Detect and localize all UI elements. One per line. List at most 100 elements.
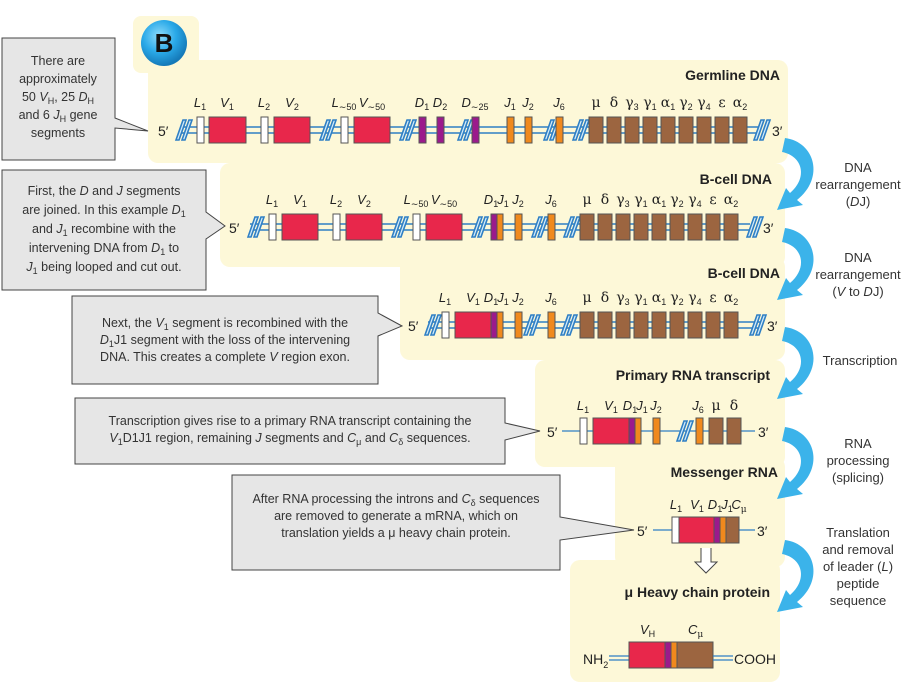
segment-C-gamma2 — [678, 116, 694, 144]
segment-label: L1 — [266, 192, 278, 209]
segment-label: μ — [582, 290, 591, 306]
five-prime-end: 5′ — [158, 123, 169, 139]
segment-L2 — [260, 116, 269, 144]
segment-C-mu — [579, 311, 595, 339]
segment-C-delta — [606, 116, 622, 144]
step-arrow-dj-icon — [777, 138, 814, 210]
segment-C-gamma2 — [669, 311, 685, 339]
badge-circle — [141, 20, 187, 66]
callout-line: Transcription gives rise to a primary RN… — [109, 414, 472, 428]
segment-C-gamma4 — [696, 116, 712, 144]
segment-label: γ1 — [634, 290, 647, 307]
three-prime-end: 3′ — [767, 318, 778, 334]
segment-label: γ2 — [670, 290, 683, 307]
step-arrow-rna-processing-icon — [777, 427, 814, 499]
callout-line: D1​J1 segment with the loss of the inter… — [100, 333, 350, 349]
segment-J1 — [634, 417, 642, 445]
segment-label: J1 — [496, 290, 509, 307]
callout-line: processing — [827, 453, 890, 468]
segment-label: Cμ — [731, 497, 746, 515]
segment-label: γ2 — [670, 192, 683, 209]
callout-line: (V to DJ) — [832, 284, 883, 299]
translation-down-arrow-icon — [693, 548, 719, 574]
callout-transcription: Transcription gives rise to a primary RN… — [74, 397, 541, 465]
segment-label: μ — [591, 95, 600, 111]
segment-V1 — [592, 417, 630, 445]
segment-label: γ1 — [634, 192, 647, 209]
callout-line: J1​ being looped and cut out. — [25, 260, 181, 276]
callout-text: Next, the V1​ segment is recombined with… — [100, 316, 350, 364]
segment-label: L1 — [577, 398, 589, 415]
segment-label: γ2 — [679, 95, 692, 112]
callout-line: Translation — [826, 525, 890, 540]
callout-line: First, the D and J segments — [28, 184, 181, 198]
segment-C-epsilon — [705, 213, 721, 241]
break-icon — [748, 314, 768, 336]
segment-label: V∼50 — [431, 192, 457, 209]
five-prime-end: 5′ — [637, 523, 648, 539]
callout-line: of leader (L) — [823, 559, 893, 574]
panel-protein — [570, 560, 780, 682]
callout-line: Transcription — [823, 353, 898, 368]
segment-label: J6 — [552, 95, 565, 112]
callout-line: There are — [31, 54, 85, 68]
segment-label: L1 — [439, 290, 451, 307]
segment-label: ε — [709, 290, 716, 306]
callout-line: 50 VH​, 25 DH​ — [22, 90, 94, 106]
segment-label: α2 — [733, 95, 747, 112]
segment-label: J2 — [511, 192, 524, 209]
segment-label: D1 — [484, 192, 498, 209]
segment-label: δ — [610, 95, 618, 111]
segment-label: D2 — [433, 95, 447, 112]
segment-C-gamma1 — [642, 116, 658, 144]
segment-label: α2 — [724, 192, 738, 209]
segment-label: ε — [709, 192, 716, 208]
segment-C-mu — [708, 417, 724, 445]
segment-D1 — [490, 311, 498, 339]
segment-label: L∼50 — [332, 95, 357, 112]
panel-mrna — [615, 457, 785, 567]
segment-label: J1 — [503, 95, 516, 112]
segment-L50 — [412, 213, 421, 241]
callout-line: are removed to generate a mRNA, which on — [274, 509, 518, 523]
title-germline: Germline DNA — [685, 67, 780, 83]
segment-V2 — [345, 213, 383, 241]
segment-label: α1 — [661, 95, 675, 112]
segment-label: J2 — [511, 290, 524, 307]
segment-D1 — [628, 417, 636, 445]
segment-label: J6 — [691, 398, 704, 415]
segment-J1 — [506, 116, 515, 144]
segment-C-alpha1 — [651, 213, 667, 241]
callout-line: RNA — [844, 436, 872, 451]
segment-C-gamma1 — [633, 213, 649, 241]
segment-L1 — [196, 116, 205, 144]
segment-label: L2 — [258, 95, 270, 112]
segment-label: J2 — [649, 398, 662, 415]
segment-label: J2 — [521, 95, 534, 112]
segment-label: D1 — [623, 398, 637, 415]
callout-line: intervening DNA from D1​ to — [29, 241, 179, 257]
segment-V1 — [208, 116, 247, 144]
callout-line: (splicing) — [832, 470, 884, 485]
title-bcell-dj: B-cell DNA — [700, 171, 772, 187]
segment-J2 — [652, 417, 661, 445]
segment-C-delta — [597, 311, 613, 339]
segment-C-epsilon — [714, 116, 730, 144]
segment-label: V2 — [285, 95, 299, 112]
callout-line: Next, the V1​ segment is recombined with… — [102, 316, 348, 332]
segment-L50 — [340, 116, 349, 144]
callout-line: and 6 JH​ gene — [19, 108, 98, 124]
segment-label: L∼50 — [404, 192, 429, 209]
segment-J6 — [547, 213, 556, 241]
segment-label: V1 — [690, 497, 704, 514]
segment-L1 — [671, 516, 680, 544]
callout-line: DNA — [844, 250, 872, 265]
